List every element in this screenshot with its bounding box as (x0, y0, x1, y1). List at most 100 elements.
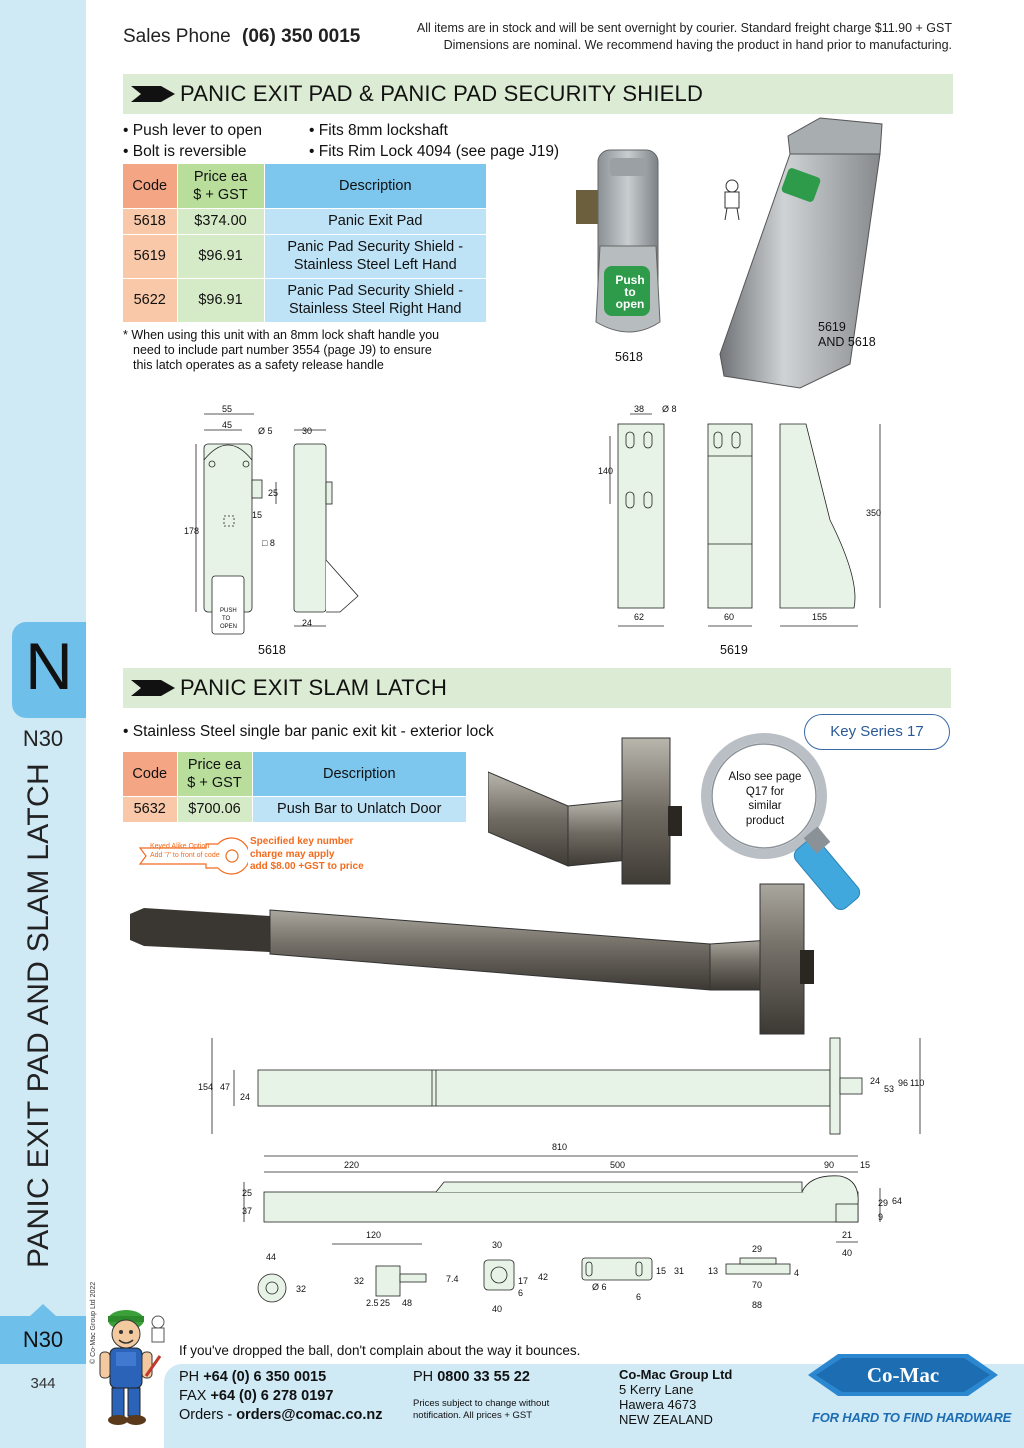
dim-label: 96 (898, 1078, 908, 1088)
page-number: 344 (30, 1375, 56, 1392)
feature-list-right: • Fits 8mm lockshaft • Fits Rim Lock 409… (309, 120, 559, 162)
label-line: 5619 (818, 320, 846, 334)
shipping-notice: All items are in stock and will be sent … (352, 20, 952, 54)
section-tab-n[interactable]: N (12, 622, 86, 718)
footer-phone: PH +64 (0) 6 350 0015 (179, 1368, 326, 1387)
arrow-right-icon (131, 680, 175, 696)
company-name: Co-Mac Group Ltd (619, 1367, 733, 1382)
dim-label: 32 (354, 1276, 364, 1286)
label-line: AND 5618 (818, 335, 876, 349)
price-header-line1: Price ea (193, 168, 248, 185)
note-line: add $8.00 +GST to price (250, 861, 364, 872)
drawing-pad-text: OPEN (220, 624, 237, 630)
dim-label: 110 (910, 1078, 924, 1088)
dim-label: 2.5 (366, 1298, 379, 1308)
pad-text: open (615, 297, 645, 311)
dim-label: 120 (366, 1230, 381, 1240)
key-series-badge[interactable]: Key Series 17 (804, 714, 950, 750)
dim-label: 64 (892, 1196, 902, 1206)
logo-text: Co-Mac (867, 1363, 939, 1387)
price-header-line1: Price ea (187, 756, 242, 773)
dim-label: 90 (824, 1160, 834, 1170)
company-address: Co-Mac Group Ltd 5 Kerry Lane Hawera 467… (619, 1367, 732, 1427)
cell-description: Panic Exit Pad (264, 208, 487, 235)
dim-label: Ø 6 (592, 1282, 607, 1292)
also-see-line: Q17 for (745, 785, 785, 798)
note-line: Specified key number (250, 836, 354, 847)
footer-orders: Orders - orders@comac.co.nz (179, 1406, 383, 1425)
cell-description: Push Bar to Unlatch Door (252, 796, 467, 823)
dim-label: 30 (302, 426, 312, 436)
footnote-line: this latch operates as a safety release … (133, 358, 384, 372)
dim-label: 40 (492, 1304, 502, 1314)
slam-latch-drawing: 154 47 24 24 53 96 110 810 220 500 90 15… (198, 1037, 924, 1314)
orders-email[interactable]: orders@comac.co.nz (236, 1407, 383, 1423)
desc-line: Stainless Steel Right Hand (289, 301, 462, 317)
slam-latch-closeup-photo (488, 737, 682, 885)
dim-label: 30 (492, 1240, 502, 1250)
feature-item: • Fits Rim Lock 4094 (see page J19) (309, 143, 560, 160)
dim-label: 25 (242, 1188, 252, 1198)
photo-label-5618: 5618 (615, 350, 643, 364)
arrow-right-icon (131, 86, 175, 102)
comac-logo[interactable]: Co-Mac (808, 1344, 998, 1406)
dim-label: 53 (884, 1084, 894, 1094)
tab-letter: N (25, 629, 73, 703)
drawing-5618: 55 45 Ø 5 30 25 15 178 □ 8 24 PUSH TO OP… (184, 404, 359, 635)
keyed-alike-option: Keyed Alike Option Add '7' to front of c… (150, 842, 220, 860)
vertical-page-title: PANIC EXIT PAD AND SLAM LATCH (22, 763, 55, 1268)
also-see-line: product (745, 814, 785, 827)
sales-phone: Sales Phone (06) 350 0015 (123, 26, 360, 48)
dim-label: 4 (794, 1268, 799, 1278)
freephone-number[interactable]: 0800 33 55 22 (437, 1369, 530, 1385)
fax-label: FAX (179, 1388, 207, 1404)
dim-label: 6 (636, 1292, 641, 1302)
price-notice: Prices subject to change without notific… (413, 1398, 549, 1422)
dim-label: 810 (552, 1142, 567, 1152)
cell-price: $700.06 (177, 796, 253, 823)
dim-label: 29 (878, 1198, 888, 1208)
page-code-top: N30 (22, 726, 64, 751)
footnote-line: need to include part number 3554 (page J… (133, 343, 432, 357)
address-line: Hawera 4673 (619, 1397, 697, 1412)
dim-label: 40 (842, 1248, 852, 1258)
cell-price: $96.91 (177, 278, 265, 323)
cell-price: $96.91 (177, 234, 265, 279)
dim-label: 44 (266, 1252, 276, 1262)
dim-label: 24 (240, 1092, 250, 1102)
drawing-pad-text: PUSH (220, 608, 237, 614)
desc-line: Panic Pad Security Shield - (287, 283, 464, 299)
mascot-illustration (99, 1310, 165, 1425)
dim-label: 48 (402, 1298, 412, 1308)
footer-fax: FAX +64 (0) 6 278 0197 (179, 1387, 333, 1406)
notice-line: notification. All prices + GST (413, 1410, 533, 1421)
mini-mascot-icon (724, 179, 740, 221)
page-code-bottom-tab: N30 (0, 1304, 86, 1364)
cell-code: 5632 (123, 796, 178, 823)
sales-phone-number[interactable]: (06) 350 0015 (242, 26, 361, 47)
dim-label: 178 (184, 526, 199, 536)
pad-text: Push (615, 273, 645, 287)
address-line: NEW ZEALAND (619, 1412, 713, 1427)
key-charge-note: Specified key number charge may apply ad… (250, 836, 364, 874)
drawing-label-5618: 5618 (258, 643, 286, 657)
address-line: 5 Kerry Lane (619, 1382, 694, 1397)
dim-label: 500 (610, 1160, 625, 1170)
dim-label: 154 (198, 1082, 213, 1092)
col-header-price: Price ea$ + GST (177, 164, 265, 209)
page-code-bottom: N30 (22, 1327, 64, 1352)
sidebar (0, 0, 86, 1448)
dim-label: 38 (634, 404, 644, 414)
dim-label: 25 (268, 488, 278, 498)
dim-label: 7.4 (446, 1274, 459, 1284)
price-table-slam-latch: Code Price ea$ + GST Description 5632 $7… (123, 752, 467, 823)
dim-label: 6 (518, 1288, 523, 1298)
feature-item: • Stainless Steel single bar panic exit … (123, 723, 494, 740)
phone-number[interactable]: +64 (0) 6 350 0015 (203, 1369, 327, 1385)
notice-line: Prices subject to change without (413, 1398, 550, 1409)
feature-item: • Fits 8mm lockshaft (309, 122, 448, 139)
desc-line: Stainless Steel Left Hand (293, 257, 457, 273)
table-row: 5619 $96.91 Panic Pad Security Shield -S… (123, 234, 487, 279)
dim-label: 29 (752, 1244, 762, 1254)
